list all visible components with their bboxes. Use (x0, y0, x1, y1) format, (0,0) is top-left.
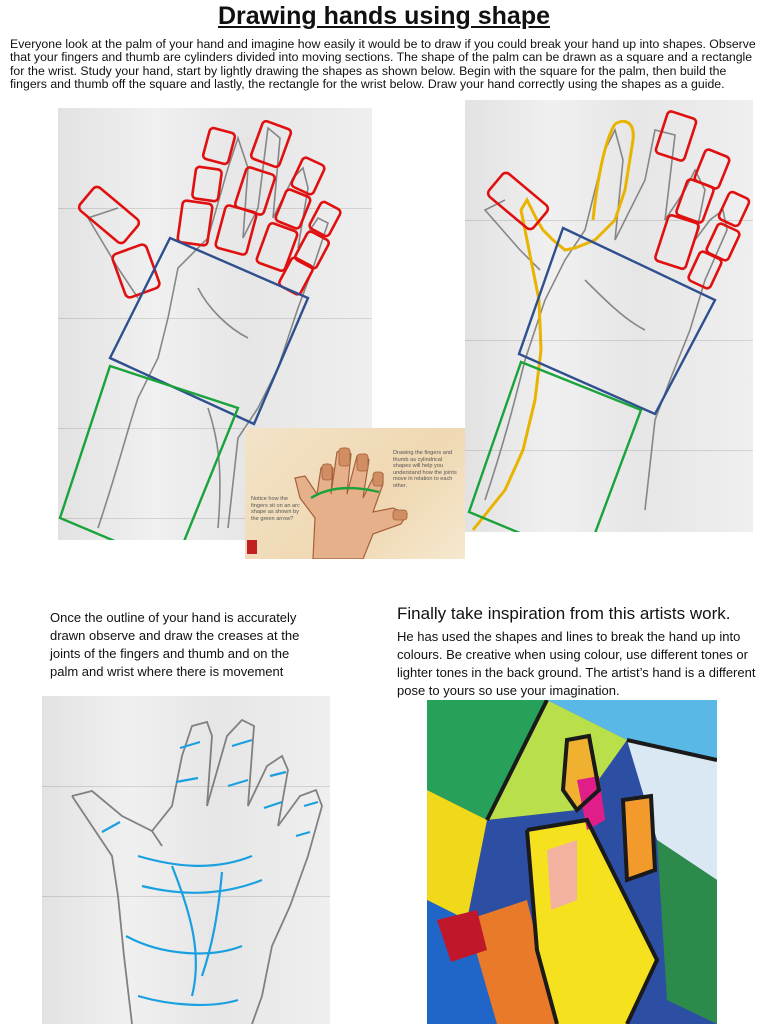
hand-creases-svg (71, 718, 323, 1024)
inspiration-heading: Finally take inspiration from this artis… (397, 604, 731, 623)
hand-creases-diagram (42, 696, 330, 1024)
artist-artwork (427, 700, 717, 1024)
inset-note-cylinders: Drawing the fingers and thumb as cylindr… (393, 450, 457, 489)
page-title: Drawing hands using shape (218, 2, 550, 30)
artwork-svg (427, 700, 717, 1024)
cartoon-hand-svg (247, 447, 408, 559)
hand-shapes-diagram (58, 108, 372, 540)
inset-note-arc: Notice how the fingers sit on an arc sha… (251, 496, 300, 522)
inspiration-caption: He has used the shapes and lines to brea… (397, 629, 756, 698)
hand-outline-svg (467, 110, 751, 532)
cylinder-fingers-inset: Drawing the fingers and thumb as cylindr… (245, 428, 465, 559)
hand-shapes-svg (58, 119, 342, 540)
hand-outline-diagram (465, 100, 753, 532)
creases-caption: Once the outline of your hand is accurat… (50, 610, 300, 679)
intro-paragraph: Everyone look at the palm of your hand a… (10, 37, 756, 92)
